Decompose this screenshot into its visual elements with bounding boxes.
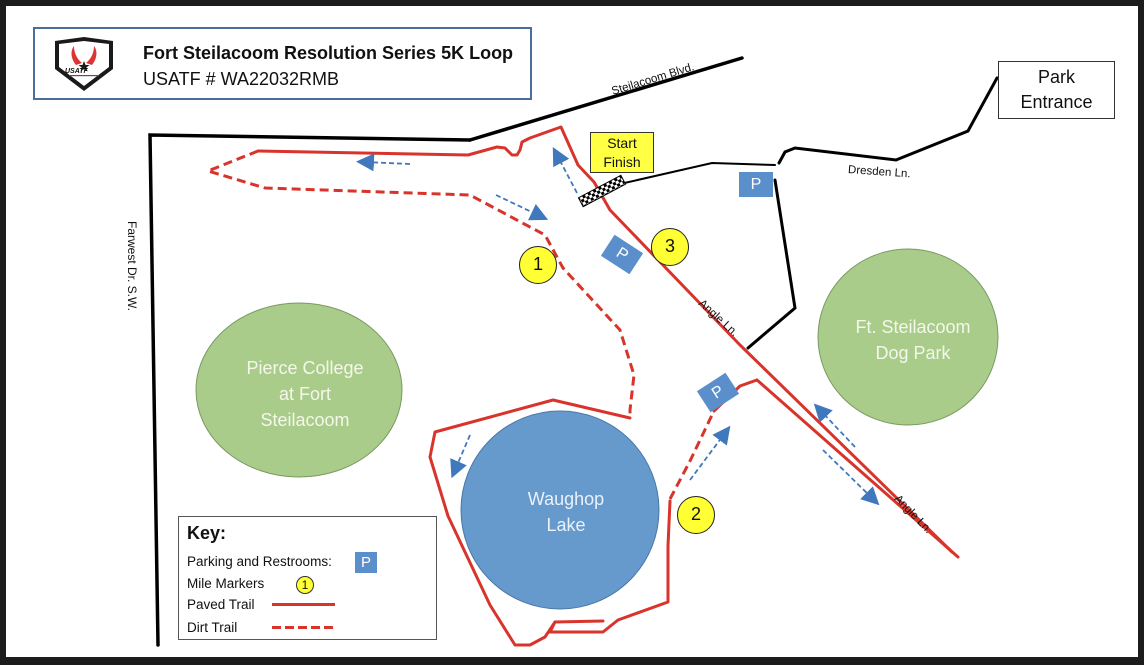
road-label-farwest-dr: Farwest Dr. S.W. — [125, 221, 139, 312]
checkered-start-line — [577, 174, 627, 208]
legend-mile-label: Mile Markers — [187, 576, 265, 591]
legend-dirt-label: Dirt Trail — [187, 620, 238, 635]
steilacoom-blvd-road — [468, 56, 744, 142]
pierce-college-area — [195, 302, 403, 478]
dirt-trail — [206, 149, 714, 500]
dog-park-label: Ft. Steilacoom Dog Park — [828, 314, 998, 366]
parking-dresden: P — [739, 172, 773, 197]
arrow-north-start — [552, 147, 578, 194]
park-entrance-label: Park Entrance — [998, 61, 1115, 119]
arrow-southwest-lake — [450, 434, 471, 479]
arrow-west — [356, 153, 411, 172]
pierce-line2: at Fort — [278, 384, 331, 404]
pierce-college-label: Pierce College at Fort Steilacoom — [220, 355, 390, 433]
sanction-number: USATF # WA22032RMB — [143, 69, 340, 89]
arrow-southeast-angle — [822, 449, 880, 506]
pierce-line1: Pierce College — [246, 358, 364, 378]
farwest-road — [148, 133, 472, 647]
dog-park-area — [817, 248, 999, 426]
park-entrance-line1: Park — [1037, 67, 1075, 87]
paved-trail — [256, 125, 960, 647]
course-map: USATF Fort Steilacoom Resolution Series … — [6, 6, 1138, 657]
lake-line1: Waughop — [527, 489, 605, 509]
arrow-northwest-angle — [813, 403, 856, 448]
legend-title: Key: — [187, 523, 227, 543]
lake-line2: Lake — [546, 515, 586, 535]
legend-parking-icon: P — [355, 552, 377, 573]
mile-marker-1: 1 — [519, 246, 557, 284]
waughop-lake — [460, 410, 660, 610]
arrow-southeast — [495, 194, 549, 221]
map-graphics — [148, 56, 999, 647]
mile-marker-2: 2 — [677, 496, 715, 534]
lake-label: Waughop Lake — [506, 486, 626, 538]
mile-marker-3: 3 — [651, 228, 689, 266]
dog-park-line2: Dog Park — [875, 343, 951, 363]
usatf-shield-logo-icon — [55, 37, 113, 91]
legend-parking-label: Parking and Restrooms: — [187, 554, 332, 569]
park-entrance-line2: Entrance — [1020, 92, 1093, 112]
logo-text: USATF — [65, 68, 88, 75]
pierce-line3: Steilacoom — [260, 410, 350, 430]
finish-text: Finish — [603, 154, 641, 170]
legend-paved-line — [272, 603, 335, 606]
dog-park-line1: Ft. Steilacoom — [855, 317, 971, 337]
start-access-road — [619, 161, 776, 185]
start-finish-label: Start Finish — [590, 132, 654, 173]
map-legend: Key: Parking and Restrooms: P Mile Marke… — [178, 516, 437, 640]
legend-mile-icon: 1 — [296, 576, 314, 594]
start-text: Start — [607, 135, 637, 151]
legend-dirt-line — [272, 626, 335, 629]
connector-road — [746, 178, 797, 350]
roads — [148, 56, 999, 647]
arrow-northeast-mile2 — [689, 425, 731, 481]
map-title: Fort Steilacoom Resolution Series 5K Loo… — [143, 43, 514, 63]
direction-arrows — [356, 147, 880, 506]
title-panel: USATF Fort Steilacoom Resolution Series … — [33, 27, 532, 100]
legend-paved-label: Paved Trail — [187, 597, 255, 612]
dresden-road — [777, 76, 999, 165]
